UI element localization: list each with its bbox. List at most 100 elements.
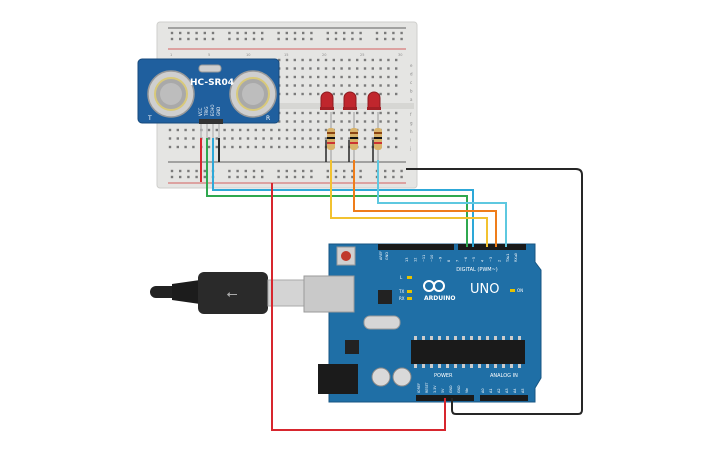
rail-hole <box>400 31 403 35</box>
rail-hole <box>252 37 256 41</box>
rail-hole <box>252 31 256 35</box>
analog-pin-label: A2 <box>497 388 501 393</box>
wire-led3-lightblue[interactable] <box>377 160 507 247</box>
rail-hole <box>293 169 297 173</box>
breadboard-hole <box>332 111 335 115</box>
rail-hole <box>310 37 313 41</box>
resistor-3-band-2 <box>374 137 382 139</box>
rail-hole <box>285 37 288 41</box>
rail-hole <box>228 169 231 173</box>
breadboard-hole <box>395 145 398 149</box>
wire-gnd-black[interactable] <box>406 168 583 415</box>
rail-hole <box>343 31 346 35</box>
rail-hole <box>285 31 288 35</box>
resistor-2[interactable] <box>350 112 358 160</box>
wire-5v-red[interactable] <box>271 183 446 431</box>
rail-hole <box>285 175 288 179</box>
regulator-chip <box>345 340 359 354</box>
led-3-body <box>367 91 381 109</box>
breadboard-hole <box>317 67 320 70</box>
rail-hole <box>334 175 338 179</box>
breadboard-hole <box>262 145 265 149</box>
breadboard-hole <box>285 75 289 79</box>
analog-header <box>480 395 528 401</box>
rail-hole <box>293 175 297 179</box>
breadboard-hole <box>348 111 351 115</box>
breadboard-hole <box>395 111 398 115</box>
breadboard-hole <box>231 137 234 140</box>
chip-pin <box>486 336 489 340</box>
breadboard-hole <box>293 58 296 62</box>
wire-trig-green[interactable] <box>206 138 468 247</box>
breadboard-hole <box>309 58 312 62</box>
rail-hole <box>203 175 206 179</box>
rail-hole <box>302 175 305 179</box>
led-3[interactable] <box>367 91 381 110</box>
breadboard-hole <box>301 84 304 87</box>
breadboard-hole <box>363 137 367 140</box>
breadboard-hole <box>363 120 367 123</box>
rail-hole <box>293 31 297 35</box>
breadboard-hole <box>379 67 382 70</box>
sensor-pin-trig: TRIG <box>204 106 209 117</box>
ultrasonic-sensor[interactable]: HC-SR04 T R VCC TRIG ECHO GND <box>137 58 280 138</box>
sensor-left-eye-mesh <box>160 83 182 105</box>
usb-cable-strain-relief <box>172 280 200 304</box>
led-1-body <box>320 91 334 109</box>
breadboard-hole <box>379 111 382 115</box>
resistor-3[interactable] <box>374 112 382 160</box>
breadboard-hole <box>207 137 211 140</box>
breadboard-hole <box>332 67 335 70</box>
sensor-pin-echo: ECHO <box>210 105 215 116</box>
breadboard-hole <box>348 84 351 87</box>
breadboard-hole <box>379 120 382 123</box>
breadboard-hole <box>301 75 304 79</box>
breadboard-hole <box>309 84 312 87</box>
led-2[interactable] <box>343 91 357 110</box>
rail-hole <box>392 37 395 41</box>
breadboard-hole <box>395 84 398 87</box>
center-channel <box>160 103 414 109</box>
breadboard-hole <box>363 111 367 115</box>
rail-hole <box>310 175 313 179</box>
chip-pin <box>414 336 417 340</box>
wire-led1-yellow[interactable] <box>330 160 488 247</box>
breadboard-hole <box>340 128 343 132</box>
rail-hole <box>384 169 387 173</box>
rail-hole <box>195 31 198 35</box>
resistor-1[interactable] <box>327 112 335 160</box>
breadboard-hole <box>317 137 320 140</box>
chip-pin <box>510 336 513 340</box>
resistor-3-band-1 <box>374 132 382 134</box>
wire-led2-orange[interactable] <box>353 160 497 247</box>
breadboard-hole <box>348 120 351 123</box>
chip-pin <box>454 364 457 368</box>
rail-hole <box>203 37 206 41</box>
breadboard-hole <box>223 137 226 140</box>
breadboard-hole <box>176 137 179 140</box>
breadboard-hole <box>317 128 320 132</box>
power-label: POWER <box>434 373 453 379</box>
rail-hole <box>261 37 264 41</box>
resistor-1-band-1 <box>327 132 335 134</box>
digital-pin-label: 2 <box>497 260 501 262</box>
led-1[interactable] <box>320 91 334 110</box>
gnd-top-label: GND <box>385 252 389 260</box>
chip-pin <box>430 336 433 340</box>
rail-hole <box>252 169 256 173</box>
breadboard-hole <box>363 145 367 149</box>
rail-hole <box>203 31 206 35</box>
power-pin-label: 3.3V <box>433 385 437 393</box>
breadboard-hole <box>356 58 359 62</box>
rail-hole <box>326 175 329 179</box>
on-label: ON <box>517 288 523 293</box>
rail-hole <box>244 31 247 35</box>
usb-cable[interactable]: ⭠ <box>150 272 305 314</box>
breadboard-hole <box>309 137 312 140</box>
l-label: L <box>400 275 403 280</box>
chip-pin <box>470 364 473 368</box>
breadboard-hole <box>176 128 179 132</box>
breadboard-hole <box>192 137 195 140</box>
